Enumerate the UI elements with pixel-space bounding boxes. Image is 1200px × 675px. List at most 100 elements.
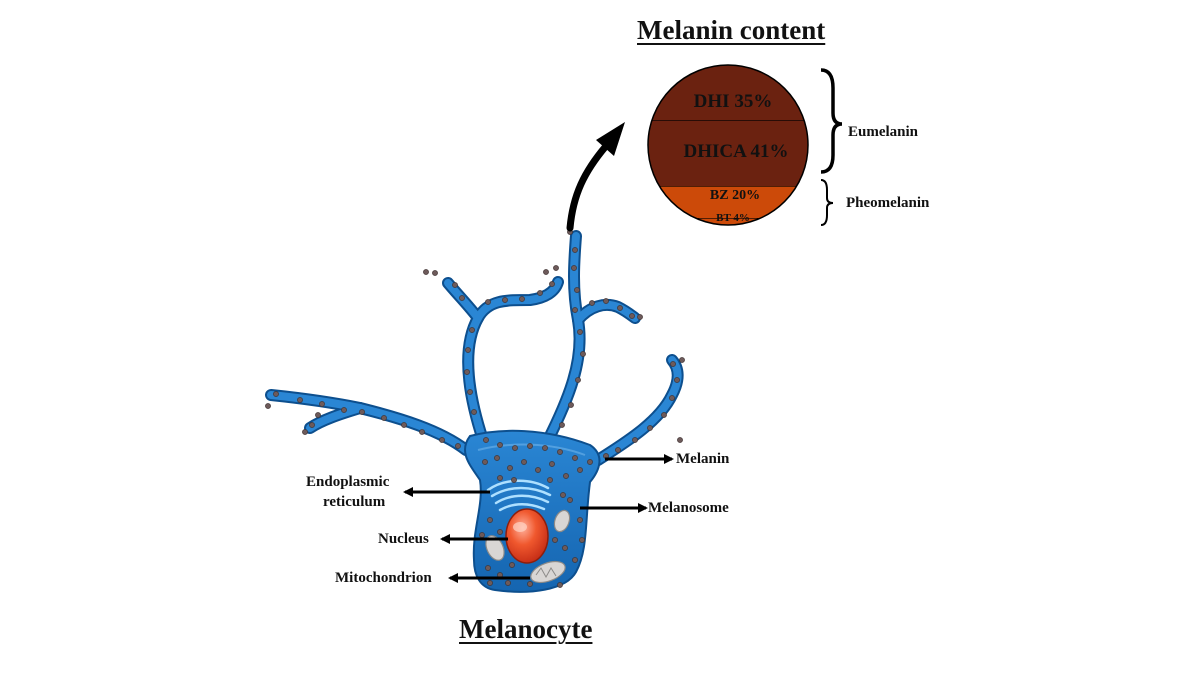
melanin-granule [455, 443, 461, 449]
mitochondrion-label: Mitochondrion [335, 570, 432, 586]
melanin-granule [519, 296, 525, 302]
curved-arrow [566, 142, 610, 232]
melanin-granule [497, 442, 503, 448]
melanin-granule [637, 314, 643, 320]
melanin-granules [265, 229, 685, 588]
melanin-granule [487, 517, 493, 523]
curved-arrow-head [596, 122, 625, 156]
melanin-content-title: Melanin content [637, 15, 826, 45]
melanin-granule [661, 412, 667, 418]
melanin-granule [273, 391, 279, 397]
melanin-granule [315, 412, 321, 418]
label-arrows [403, 454, 674, 583]
pheomelanin-brace [820, 179, 834, 226]
melanin-granule [485, 299, 491, 305]
melanin-granule [452, 282, 458, 288]
melanin-granule [557, 582, 563, 588]
endoplasmic-reticulum-label-line2: reticulum [323, 494, 386, 510]
melanin-granule [482, 459, 488, 465]
melanin-granule [572, 307, 578, 313]
melanin-granule [563, 473, 569, 479]
melanin-granule [359, 409, 365, 415]
melanin-granule [575, 377, 581, 383]
melanin-granule [669, 395, 675, 401]
melanin-granule [381, 415, 387, 421]
melanin-granule [341, 407, 347, 413]
melanin-granule [302, 429, 308, 435]
melanin-granule [552, 537, 558, 543]
melanin-granule [547, 477, 553, 483]
melanin-granule [549, 461, 555, 467]
melanin-granule [617, 305, 623, 311]
melanin-granule [603, 298, 609, 304]
melanin-granule [497, 529, 503, 535]
melanin-granule [579, 537, 585, 543]
melanin-granule [543, 269, 549, 275]
melanin-granule [527, 443, 533, 449]
melanin-granule [560, 492, 566, 498]
melanin-granule [572, 247, 578, 253]
melanin-granule [557, 449, 563, 455]
melanin-granule [319, 401, 325, 407]
melanin-granule [483, 437, 489, 443]
pie-band-3 [648, 218, 808, 225]
melanin-granule [572, 455, 578, 461]
melanin-granule [401, 422, 407, 428]
pheomelanin-label: Pheomelanin [846, 195, 930, 211]
melanin-granule [265, 403, 271, 409]
nucleus-shape [505, 508, 549, 564]
melanin-granule [571, 265, 577, 271]
melanin-granule [521, 459, 527, 465]
melanocyte-title: Melanocyte [459, 614, 593, 644]
melanin-granule [509, 562, 515, 568]
melanin-granule [679, 357, 685, 363]
endoplasmic-reticulum-shape [486, 479, 552, 512]
melanin-granule [419, 429, 425, 435]
nucleus-label: Nucleus [378, 531, 429, 547]
melanin-granule [574, 287, 580, 293]
melanin-label: Melanin [676, 451, 730, 467]
pie-band-1 [648, 121, 808, 187]
melanin-granule [309, 422, 315, 428]
melanin-granule [567, 497, 573, 503]
melanin-granule [507, 465, 513, 471]
melanin-granule [537, 290, 543, 296]
melanin-granule [577, 467, 583, 473]
melanosome-label: Melanosome [648, 500, 729, 516]
melanin-granule [297, 397, 303, 403]
melanin-granule [432, 270, 438, 276]
melanin-granule [674, 377, 680, 383]
melanin-granule [465, 347, 471, 353]
melanin-granule [572, 557, 578, 563]
melanin-granule [502, 297, 508, 303]
pie-label-dhi: DHI 35% [693, 91, 773, 112]
pie-outline [647, 64, 809, 226]
melanin-granule [562, 545, 568, 551]
pie-label-bz: BZ 20% [709, 188, 761, 203]
melanin-granule [471, 409, 477, 415]
melanin-granule [629, 313, 635, 319]
melanin-granule [469, 327, 475, 333]
melanin-granule [553, 265, 559, 271]
melanin-granule [505, 580, 511, 586]
melanin-granule [568, 402, 574, 408]
melanin-granule [549, 281, 555, 287]
melanin-granule [632, 437, 638, 443]
melanin-granule [423, 269, 429, 275]
eumelanin-label: Eumelanin [848, 124, 919, 140]
melanin-granule [577, 329, 583, 335]
pie-label-bt: BT 4% [716, 212, 750, 224]
melanin-granule [487, 580, 493, 586]
melanin-granule [670, 361, 676, 367]
melanin-granule [511, 477, 517, 483]
melanin-granule [615, 447, 621, 453]
melanin-granule [677, 437, 683, 443]
melanin-granule [464, 369, 470, 375]
melanin-granule [580, 351, 586, 357]
melanin-granule [535, 467, 541, 473]
melanin-granule [467, 389, 473, 395]
pie-label-dhica: DHICA 41% [683, 141, 789, 162]
melanocyte-cell [265, 229, 685, 593]
